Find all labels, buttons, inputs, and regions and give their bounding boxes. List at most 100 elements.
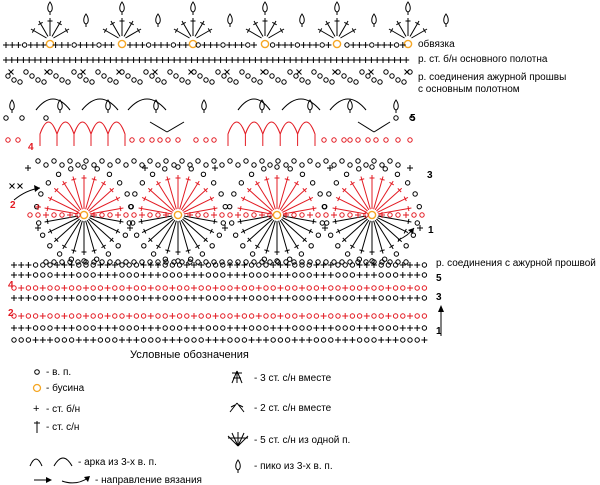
chain-stitch (328, 337, 334, 343)
chain-stitch (339, 212, 345, 218)
chain-stitch (220, 272, 226, 278)
chain-stitch (320, 337, 327, 343)
chain-stitch (404, 180, 411, 186)
chain-stitch (248, 262, 255, 268)
chain-stitch (11, 313, 17, 319)
picot (227, 13, 233, 28)
dc-stitch-bar (54, 188, 59, 193)
chain-stitch (323, 212, 329, 218)
legend-chain-icon (34, 369, 40, 375)
chain-stitch (133, 232, 140, 238)
chain-stitch (195, 212, 201, 218)
chain-stitch (248, 171, 255, 177)
chain-stitch (162, 262, 168, 268)
chain-stitch (385, 262, 392, 268)
dc-stitch-bar (49, 196, 53, 202)
dc2tog (357, 121, 375, 133)
dc-stitch (282, 215, 317, 223)
chain-stitch (162, 295, 168, 301)
chain-stitch (365, 73, 371, 79)
chain-stitch (215, 69, 221, 75)
label-sc-row: р. ст. б/н основного полотна (418, 53, 548, 65)
chain-stitch (32, 262, 39, 268)
chain-stitch (377, 79, 383, 85)
chain-stitch (241, 313, 248, 319)
chain-stitch (379, 162, 385, 168)
dc-stitch-bar (308, 196, 312, 202)
chain-stitch (205, 313, 212, 319)
chain-stitch (243, 158, 249, 164)
chain-stitch (176, 272, 183, 278)
chain-stitch (263, 262, 269, 268)
chain-stitch (40, 262, 46, 268)
chain-stitch (385, 272, 392, 278)
dc-stitch-bar (312, 206, 315, 212)
lace-row-4 (5, 121, 413, 146)
chain-stitch (43, 115, 49, 121)
dc-stitch-bar (185, 249, 191, 252)
dc-stitch (377, 207, 412, 215)
chain-stitch (99, 212, 105, 218)
dc-stitch-bar (272, 21, 277, 26)
chain-stitch (385, 295, 392, 301)
sc-stitch-x (8, 69, 14, 75)
arch (244, 121, 264, 135)
chain-stitch (392, 313, 399, 319)
chain-stitch (333, 180, 340, 186)
chain-stitch (67, 259, 73, 265)
chain-stitch (356, 256, 363, 262)
chain-stitch (119, 69, 125, 75)
sc-stitch-x (80, 69, 86, 75)
chain-stitch (319, 42, 325, 48)
dc-stitch-bar (62, 181, 67, 186)
chain-stitch (256, 262, 262, 268)
chain-stitch (299, 212, 305, 218)
chain-stitch (47, 243, 53, 249)
chain-stitch (43, 162, 49, 168)
chain-stitch (329, 79, 335, 85)
chain-stitch (267, 212, 273, 218)
chain-stitch (212, 295, 219, 301)
chain-stitch (378, 313, 384, 319)
legend-sc: + - ст. б/н (33, 403, 80, 415)
arch (262, 121, 281, 135)
chain-stitch (356, 313, 363, 319)
chain-stitch (335, 285, 341, 291)
chain-stitch (11, 337, 17, 343)
chain-stitch (162, 272, 168, 278)
dc2tog (149, 121, 168, 133)
chain-stitch (256, 325, 262, 331)
dc-stitch-bar (46, 218, 49, 224)
chain-stitch (227, 77, 233, 83)
chain-stitch (369, 42, 375, 48)
chain-stitch (169, 325, 176, 331)
chain-stitch (306, 325, 312, 331)
chain-stitch (292, 285, 298, 291)
dc-stitch (147, 187, 174, 212)
dc-stitch (166, 176, 177, 210)
chain-stitch (349, 325, 356, 331)
chain-stitch (407, 69, 413, 75)
chain-stitch (308, 243, 314, 249)
chain-stitch (71, 42, 77, 48)
chain-stitch (32, 295, 39, 301)
chain-stitch (23, 69, 29, 75)
chain-stitch (263, 69, 269, 75)
chain-stitch (248, 325, 255, 331)
chain-stitch (275, 158, 281, 164)
chain-stitch (175, 164, 181, 170)
chain-stitch (326, 191, 332, 197)
chain-stitch (409, 115, 415, 121)
dc-stitch-bar (143, 196, 147, 202)
dc-stitch (341, 218, 368, 243)
picot (371, 13, 377, 28)
chain-stitch (306, 272, 312, 278)
dc-stitch (72, 176, 83, 210)
chain-stitch (245, 42, 251, 48)
chain-stitch (97, 285, 104, 291)
chain-stitch (298, 251, 305, 257)
chain-stitch (123, 259, 129, 265)
chain-stitch (335, 272, 341, 278)
chain-stitch (344, 42, 350, 48)
